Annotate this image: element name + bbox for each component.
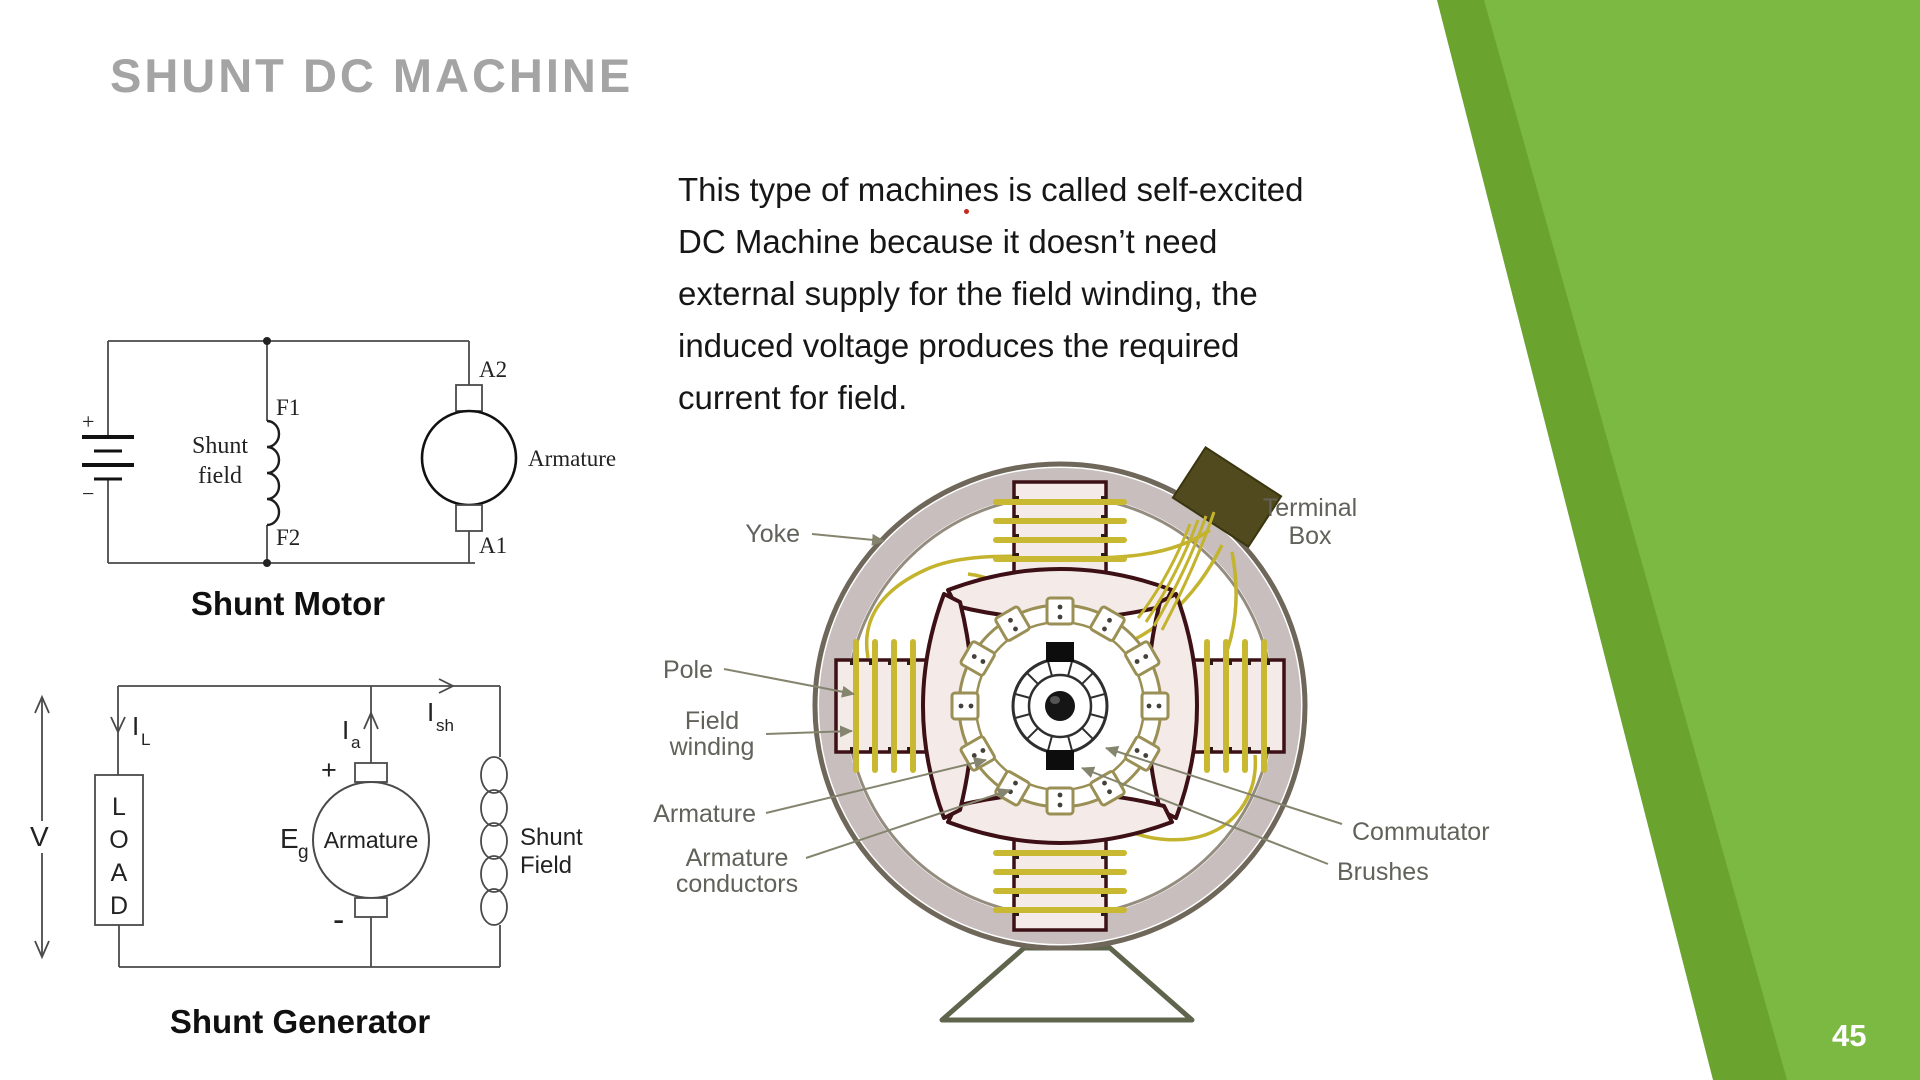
junction-dot-top xyxy=(263,337,271,345)
plus-label: + xyxy=(321,755,337,785)
shunt-field-label-line2: Field xyxy=(520,852,572,879)
commutator-label: Commutator xyxy=(1352,818,1490,846)
armature-label: Armature xyxy=(324,827,419,853)
field-winding-label-line2: winding xyxy=(669,733,755,761)
motor-wires xyxy=(107,340,475,564)
armature-label: Armature xyxy=(528,446,616,471)
brushes-label: Brushes xyxy=(1337,858,1429,886)
generator-caption: Shunt Generator xyxy=(169,1003,431,1040)
body-line: This type of machines is called self-exc… xyxy=(678,171,1304,208)
a1-label: A1 xyxy=(479,533,507,558)
load-letter-d: D xyxy=(110,892,128,920)
shunt-field-label-line2: field xyxy=(198,463,242,489)
brush-terminal-bottom xyxy=(354,897,388,918)
terminal-box-wires xyxy=(1136,511,1216,631)
leader-lines xyxy=(723,533,1343,865)
page-number: 45 xyxy=(1832,1018,1867,1053)
machine-stand xyxy=(939,945,1195,1023)
brush-bottom xyxy=(1046,750,1074,770)
minus-label: - xyxy=(333,901,344,939)
ish-label-sub: sh xyxy=(436,716,454,735)
load-letter-l: L xyxy=(112,793,126,821)
shunt-motor-circuit-diagram: + − F1 F2 Shunt field A2 A1 Armature xyxy=(82,337,616,567)
ia-label-sub: a xyxy=(351,733,361,752)
shaft xyxy=(1045,691,1075,721)
current-arrows xyxy=(34,678,456,960)
armature-conductors-label-line1: Armature xyxy=(686,844,789,872)
load-letter-o: O xyxy=(109,826,128,854)
yoke-label: Yoke xyxy=(745,520,800,548)
body-line: DC Machine because it doesn’t need xyxy=(678,223,1218,260)
voltage-label: V xyxy=(30,821,49,852)
body-line: external supply for the field winding, t… xyxy=(678,275,1258,312)
page-title: SHUNT DC MACHINE xyxy=(110,49,634,102)
generator-wires xyxy=(41,685,501,968)
load-box xyxy=(94,774,144,926)
eg-label-sub: g xyxy=(298,842,309,863)
pole-label: Pole xyxy=(663,656,713,684)
armature-conductors-label-line2: conductors xyxy=(676,870,798,898)
field-winding-label-line1: Field xyxy=(685,707,739,735)
body-line: current for field. xyxy=(678,379,908,416)
f1-label: F1 xyxy=(276,395,300,420)
il-label-sub: L xyxy=(141,730,150,749)
shunt-generator-circuit-diagram: V I L I sh I a + - L O A D E g Armature … xyxy=(30,678,583,968)
a2-label: A2 xyxy=(479,357,507,382)
battery-symbol xyxy=(82,435,134,481)
brush-terminal-a1 xyxy=(455,504,483,532)
f2-label: F2 xyxy=(276,525,300,550)
ia-label-base: I xyxy=(342,715,349,745)
eg-label-base: E xyxy=(280,823,299,854)
accent-shape-light xyxy=(1484,0,1920,1080)
shunt-field-label-line1: Shunt xyxy=(192,433,248,459)
il-label-base: I xyxy=(132,711,139,741)
shunt-field-coil xyxy=(480,756,508,926)
motor-caption: Shunt Motor xyxy=(190,585,386,622)
shunt-field-coil xyxy=(266,419,281,527)
dc-machine-cross-section: Yoke Pole Field winding Armature Armatur… xyxy=(653,445,1490,1023)
brush-top xyxy=(1046,642,1074,662)
armature-circle xyxy=(420,409,518,507)
body-line: induced voltage produces the required xyxy=(678,327,1240,364)
junction-dot-bottom xyxy=(263,559,271,567)
brush-terminal-top xyxy=(354,762,388,783)
load-letter-a: A xyxy=(111,859,128,887)
ish-label-base: I xyxy=(427,697,434,727)
battery-minus-label: − xyxy=(82,481,94,506)
brush-terminal-a2 xyxy=(455,384,483,412)
body-text: This type of machines is called self-exc… xyxy=(678,164,1448,424)
battery-plus-label: + xyxy=(82,409,94,434)
shaft-highlight xyxy=(1050,696,1060,704)
red-dot xyxy=(964,209,969,214)
shunt-field-label-line1: Shunt xyxy=(520,824,583,851)
armature-label: Armature xyxy=(653,800,756,828)
terminal-box-label-line1: Terminal xyxy=(1263,494,1357,522)
terminal-box-label-line2: Box xyxy=(1288,522,1332,550)
